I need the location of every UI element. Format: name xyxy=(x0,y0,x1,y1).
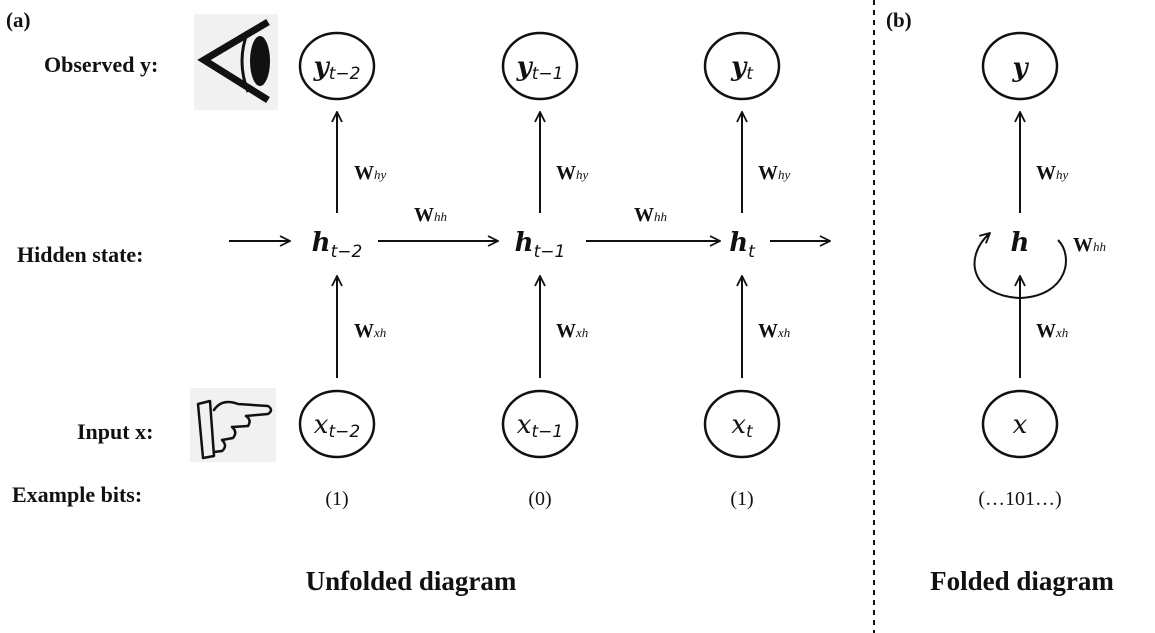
bit-1: (1) xyxy=(325,488,348,510)
svg-text:Why: Why xyxy=(354,162,387,184)
weight-label-xh-2: Wxh xyxy=(556,320,588,342)
observed-label: Observed y: xyxy=(44,52,158,77)
svg-text:xt−2: xt−2 xyxy=(314,410,360,442)
svg-text:Why: Why xyxy=(556,162,589,184)
svg-text:Whh: Whh xyxy=(414,204,447,226)
svg-text:ht: ht xyxy=(729,228,756,262)
hidden-state-label: Hidden state: xyxy=(17,242,144,267)
folded-weight-label-xh: Wxh xyxy=(1036,320,1068,342)
weight-label-hh-1: Whh xyxy=(414,204,447,226)
bit-2: (0) xyxy=(528,488,551,510)
svg-text:Why: Why xyxy=(1036,162,1069,184)
x-node-1: xt−2 xyxy=(298,389,376,459)
svg-text:Why: Why xyxy=(758,162,791,184)
pointing-hand-icon xyxy=(190,388,276,462)
weight-label-xh-1: Wxh xyxy=(354,320,386,342)
svg-text:Whh: Whh xyxy=(634,204,667,226)
unfolded-title: Unfolded diagram xyxy=(306,566,517,596)
svg-text:xt−1: xt−1 xyxy=(517,410,563,442)
panel-a-label: (a) xyxy=(6,8,31,32)
svg-text:Wxh: Wxh xyxy=(1036,320,1068,342)
bit-3: (1) xyxy=(730,488,753,510)
svg-text:ht−2: ht−2 xyxy=(312,228,363,262)
eye-icon xyxy=(194,14,278,110)
svg-text:yt−2: yt−2 xyxy=(313,52,361,84)
h-node-3: ht xyxy=(729,228,756,262)
folded-h-node: h xyxy=(1011,228,1030,258)
folded-title: Folded diagram xyxy=(930,566,1114,596)
panel-b-label: (b) xyxy=(886,8,912,32)
svg-text:x: x xyxy=(1013,410,1028,440)
folded-x-node: x xyxy=(981,389,1059,459)
input-label: Input x: xyxy=(77,419,153,444)
folded-y-node: y xyxy=(981,31,1059,101)
svg-text:yt: yt xyxy=(730,52,754,84)
svg-text:ht−1: ht−1 xyxy=(515,228,566,262)
weight-label-hy-2: Why xyxy=(556,162,589,184)
svg-text:Wxh: Wxh xyxy=(556,320,588,342)
weight-label-hy-1: Why xyxy=(354,162,387,184)
x-node-2: xt−1 xyxy=(501,389,579,459)
weight-label-xh-3: Wxh xyxy=(758,320,790,342)
y-node-2: yt−1 xyxy=(501,31,579,101)
folded-bits: (…101…) xyxy=(978,488,1061,510)
weight-label-hy-3: Why xyxy=(758,162,791,184)
svg-text:Wxh: Wxh xyxy=(354,320,386,342)
svg-text:Whh: Whh xyxy=(1073,234,1106,256)
svg-text:yt−1: yt−1 xyxy=(516,52,564,84)
folded-weight-label-hy: Why xyxy=(1036,162,1069,184)
x-node-3: xt xyxy=(703,389,781,459)
h-node-2: ht−1 xyxy=(515,228,566,262)
svg-text:Wxh: Wxh xyxy=(758,320,790,342)
folded-recurrent-loop xyxy=(973,233,1067,300)
folded-weight-label-hh: Whh xyxy=(1073,234,1106,256)
y-node-3: yt xyxy=(703,31,781,101)
weight-label-hh-2: Whh xyxy=(634,204,667,226)
h-node-1: ht−2 xyxy=(312,228,363,262)
y-node-1: yt−2 xyxy=(298,31,376,101)
svg-text:y: y xyxy=(1011,53,1029,83)
svg-text:xt: xt xyxy=(731,410,754,442)
example-bits-label: Example bits: xyxy=(12,482,142,507)
